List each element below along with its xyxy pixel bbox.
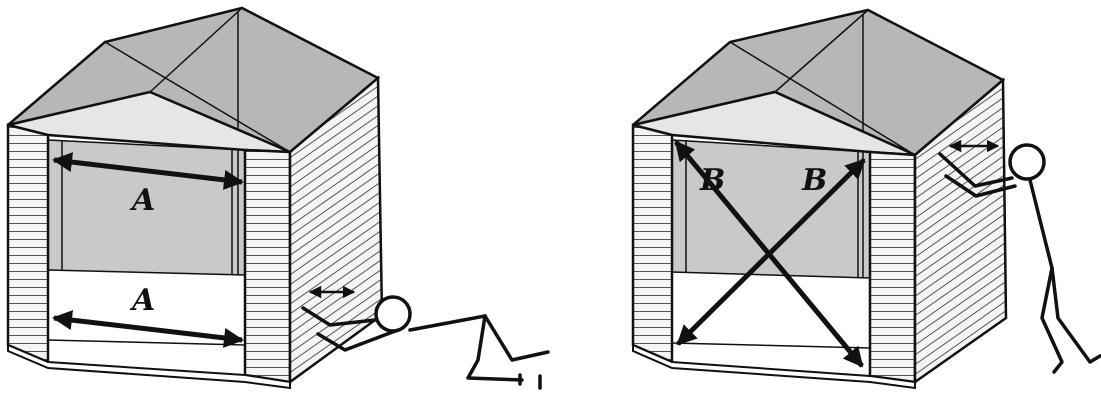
label-a-top: A [129, 183, 155, 218]
label-a-bottom: A [129, 283, 155, 318]
label-b-right: B [801, 163, 827, 198]
right-shed-right-wall [870, 152, 915, 382]
label-b-left: B [699, 163, 725, 198]
left-shed [8, 8, 382, 388]
right-shed-left-wall [633, 125, 672, 362]
left-shed-left-wall [8, 125, 48, 362]
left-shed-right-wall [245, 150, 290, 382]
